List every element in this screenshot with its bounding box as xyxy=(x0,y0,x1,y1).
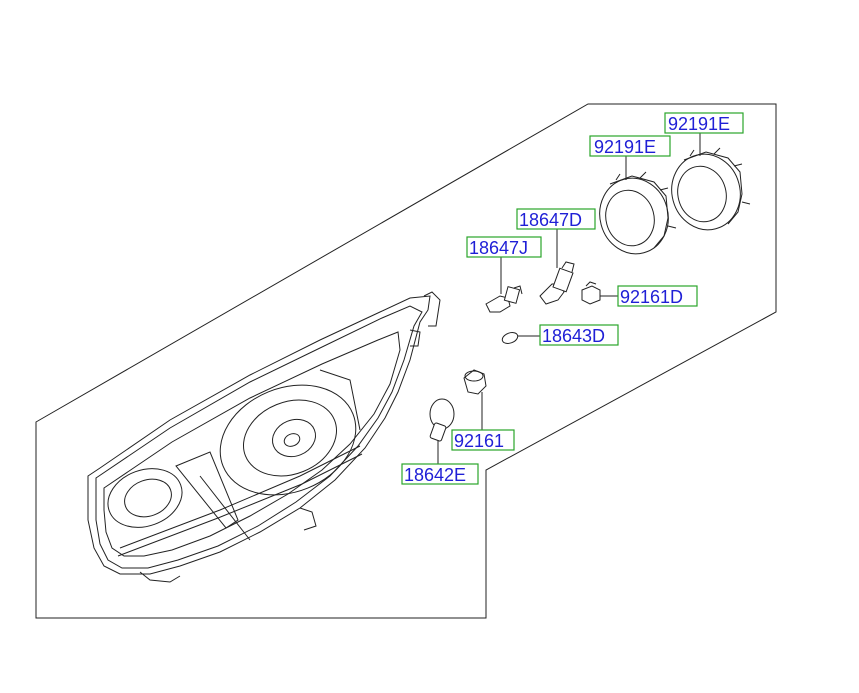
svg-text:92191E: 92191E xyxy=(668,114,730,134)
svg-text:18647J: 18647J xyxy=(469,238,528,258)
headlamp-housing xyxy=(87,291,441,583)
svg-text:92161: 92161 xyxy=(454,431,504,451)
part-label-18643D[interactable]: 18643D xyxy=(539,324,619,346)
dust-cap-front xyxy=(599,171,677,255)
bulb-18647D xyxy=(539,261,575,305)
bulb-18642E xyxy=(429,398,455,442)
svg-text:18647D: 18647D xyxy=(519,210,582,230)
part-label-18642E[interactable]: 18642E xyxy=(401,463,479,485)
svg-text:18643D: 18643D xyxy=(542,326,605,346)
socket-92161D xyxy=(581,281,601,305)
socket-92161 xyxy=(463,369,487,395)
part-label-92161D[interactable]: 92161D xyxy=(617,285,698,307)
part-label-92191E-rear[interactable]: 92191E xyxy=(664,112,744,134)
svg-text:18642E: 18642E xyxy=(404,465,466,485)
part-label-92161[interactable]: 92161 xyxy=(451,429,515,451)
bulb-18647J xyxy=(485,285,523,313)
svg-text:92161D: 92161D xyxy=(620,287,683,307)
part-label-18647J[interactable]: 18647J xyxy=(466,236,542,258)
part-label-92191E-front[interactable]: 92191E xyxy=(589,135,671,157)
dust-cap-rear xyxy=(671,147,751,231)
assembly-frame xyxy=(35,103,777,619)
svg-text:92191E: 92191E xyxy=(594,137,656,157)
part-label-18647D[interactable]: 18647D xyxy=(516,208,596,230)
bulb-18643D xyxy=(501,332,519,344)
